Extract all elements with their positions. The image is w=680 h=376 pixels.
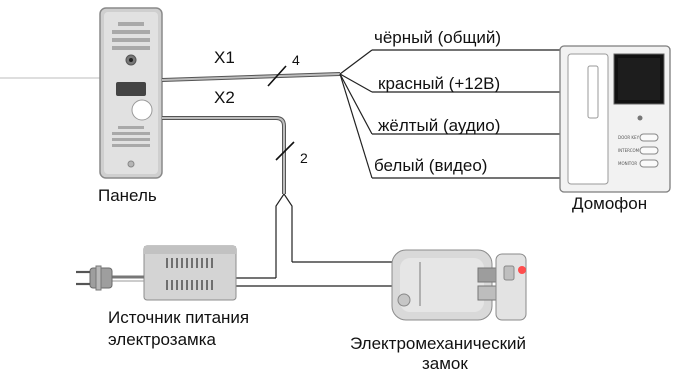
power-plug — [76, 265, 144, 291]
power-supply — [143, 245, 237, 301]
call-panel — [99, 7, 163, 179]
cable-x2 — [162, 116, 392, 287]
wire-label-black: чёрный (общий) — [374, 28, 502, 47]
wire-label-yellow: жёлтый (аудио) — [378, 116, 501, 135]
intercom-monitor — [559, 45, 671, 193]
wire-label-red: красный (+12В) — [378, 74, 501, 93]
cable-x1-label: X1 — [214, 48, 235, 67]
door-key-button-label: DOOR KEY — [618, 135, 640, 140]
power-supply-label-line2: электрозамка — [108, 330, 217, 349]
wire-count-mid: 2 — [300, 150, 308, 166]
wire-count-top: 4 — [292, 52, 300, 68]
power-supply-label-line1: Источник питания — [108, 308, 250, 327]
intercom-label: Домофон — [572, 194, 648, 213]
lock-label-line1: Электромеханический — [350, 334, 527, 353]
lock-label-line2: замок — [422, 354, 468, 373]
wire-label-white: белый (видео) — [374, 156, 488, 175]
cable-x2-label: X2 — [214, 88, 235, 107]
panel-label: Панель — [98, 186, 157, 205]
intercom-button-label: INTERCOM — [618, 148, 640, 153]
cable-x1 — [161, 49, 560, 179]
electromechanical-lock — [391, 249, 527, 321]
monitor-button-label: MONITOR — [618, 161, 638, 166]
